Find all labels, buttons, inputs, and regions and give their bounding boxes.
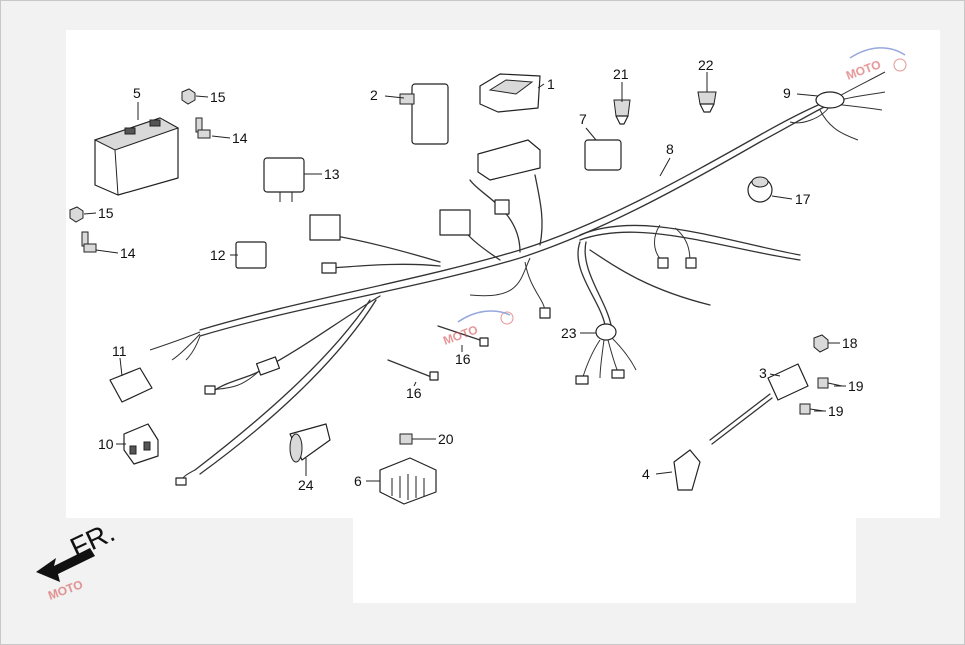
callout-20: 20 [438,431,454,447]
diagram-panel-lower [353,518,856,603]
callout-labels: 1 2 3 4 5 6 7 8 9 10 11 12 13 14 14 15 1… [98,57,864,493]
connector-small [494,199,510,215]
cap-17-part [747,176,773,203]
harness-connectors [175,91,845,486]
leader-lines [83,72,846,482]
connector-small [575,375,589,385]
connector-small [539,307,551,319]
spark-plug-cap-4-part [673,449,701,491]
connector-small [321,262,337,274]
harness-sleeve [255,356,281,376]
callout-15-upper: 15 [210,89,226,105]
cdi-11-part [109,367,153,403]
callout-19-lower: 19 [828,403,844,419]
watermark-text-1: MOTO [844,57,882,82]
callout-4: 4 [642,466,650,482]
callout-16-left: 16 [406,385,422,401]
callout-14-upper: 14 [232,130,248,146]
callout-21: 21 [613,66,629,82]
clip-21-part [613,99,631,125]
callout-15-lower: 15 [98,205,114,221]
front-direction-indicator: FR. [36,516,119,582]
callout-9: 9 [783,85,791,101]
callout-22: 22 [698,57,714,73]
flasher-7-part [584,139,622,171]
nut-part [69,88,196,223]
wiring-harness [149,71,886,483]
battery-part [93,117,180,196]
callout-3: 3 [759,365,767,381]
callout-8: 8 [666,141,674,157]
connector-10-part [123,423,159,465]
cable-tie-16-part [387,325,489,381]
callout-19-upper: 19 [848,378,864,394]
connector-small [611,369,625,379]
nut-18-part [813,334,829,353]
connector-small [685,257,697,269]
fuse-box-part [479,73,541,113]
relay-13-part [263,157,305,202]
callout-17: 17 [795,191,811,207]
callout-6: 6 [354,473,362,489]
callout-18: 18 [842,335,858,351]
connector-block [439,209,471,236]
callout-13: 13 [324,166,340,182]
connector-small [657,257,669,269]
clip-22-part [697,91,717,113]
connector-block [309,214,341,241]
callout-11: 11 [112,343,127,359]
harness-junction-9 [815,91,845,109]
bolt-part [81,117,211,253]
callout-2: 2 [370,87,378,103]
callout-14-lower: 14 [120,245,136,261]
harness-junction-23 [595,323,617,341]
callout-12: 12 [210,247,226,263]
relay-box-part [477,139,541,181]
front-arrow-icon [36,548,95,582]
regulator-6-part [379,457,437,505]
callout-1: 1 [547,76,555,92]
connector-small [204,385,216,395]
connector-small [175,477,187,486]
callout-5: 5 [133,85,141,101]
ignition-coil-3-part [709,363,809,445]
callout-10: 10 [98,436,114,452]
watermark-text-2: MOTO [441,322,479,347]
relay-2-part [399,83,449,145]
callout-16-right: 16 [455,351,471,367]
callout-24: 24 [298,477,314,493]
callout-7: 7 [579,111,587,127]
bolt-19-part [799,377,843,415]
relay-12-part [235,241,267,269]
watermark-text-3: MOTO [46,577,84,602]
callout-23: 23 [561,325,577,341]
horn-24-part [289,423,331,463]
